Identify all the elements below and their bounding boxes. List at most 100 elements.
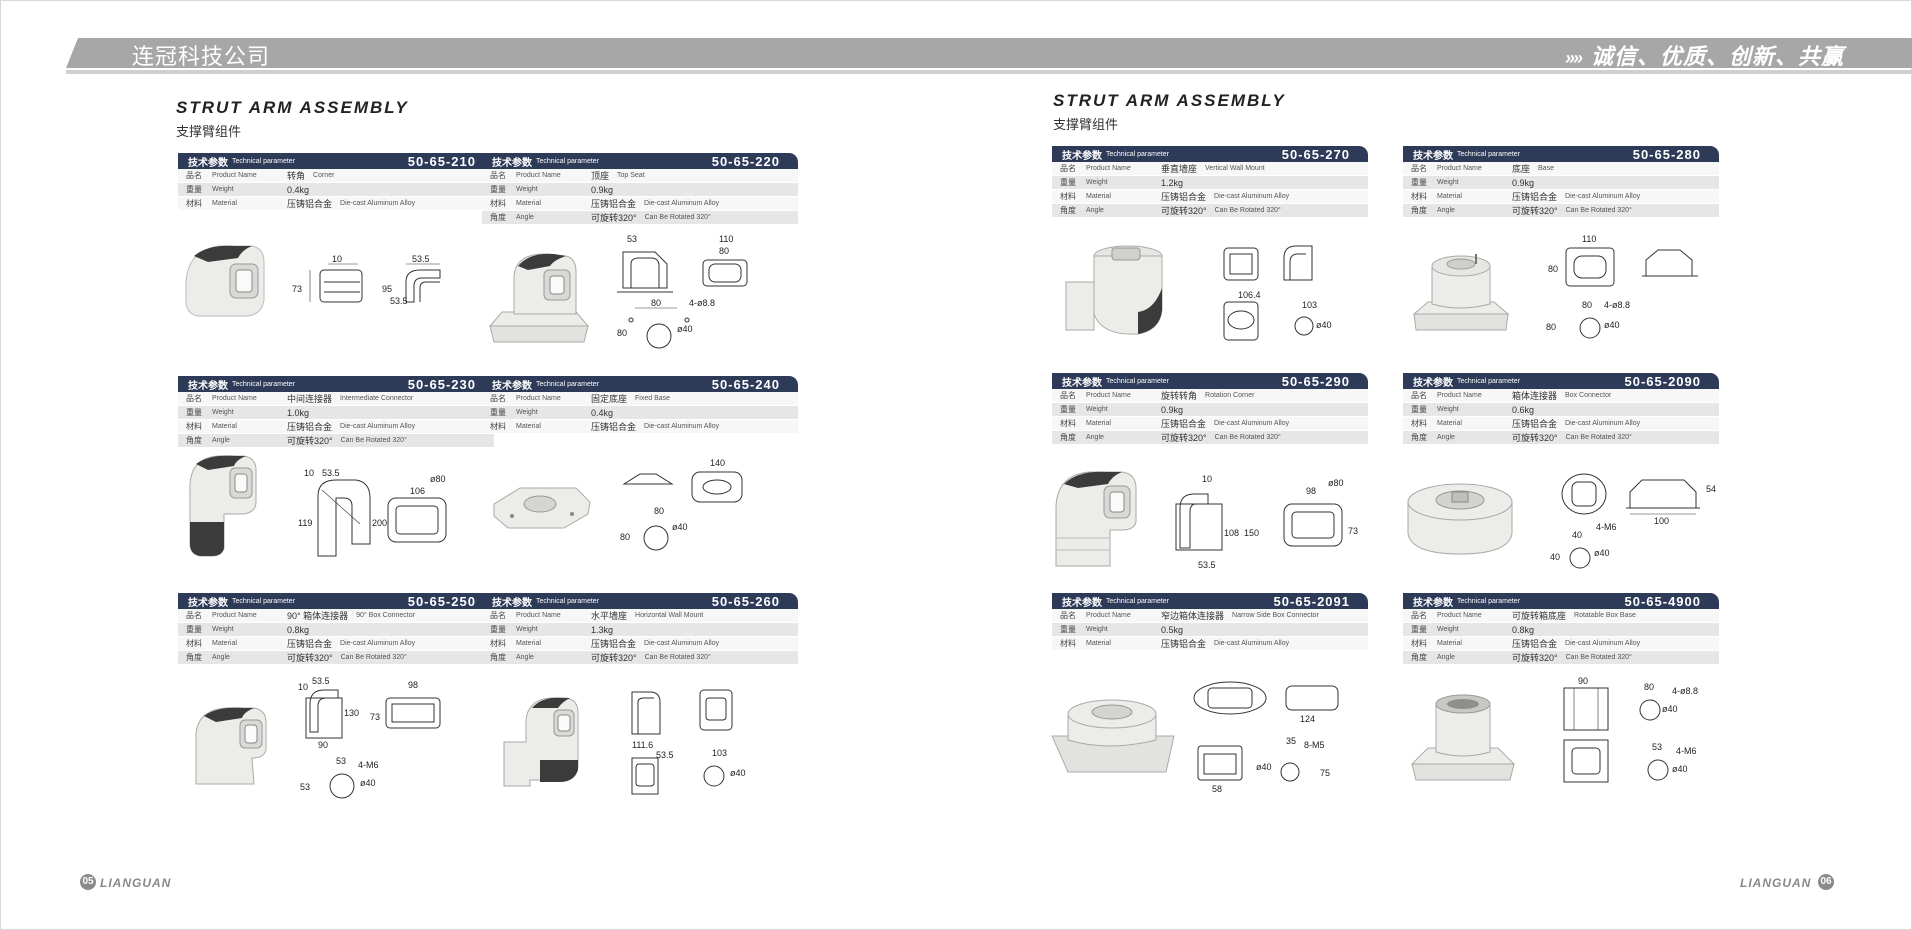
spec-header-zh: 技术参数	[188, 157, 228, 169]
label-en: Material	[1437, 420, 1462, 427]
spec-header-en: Technical parameter	[232, 597, 296, 605]
dim-label: 108	[1224, 528, 1239, 538]
product-code: 50-65-280	[1632, 146, 1701, 162]
drawing-50-65-280: 110 80 4-ø8.8 80 ø40 80	[1542, 232, 1712, 347]
left-page-title: STRUT ARM ASSEMBLY	[176, 98, 409, 117]
dim-label: ø80	[1328, 478, 1344, 488]
slogan-text: 诚信、优质、创新、共赢	[1590, 44, 1844, 69]
dim-label: 98	[408, 680, 418, 690]
value-en: Rotation Corner	[1205, 392, 1255, 399]
dim-label: ø40	[360, 778, 376, 788]
value-en: Can Be Rotated 320°	[1214, 434, 1281, 441]
label-en: Weight	[1086, 179, 1108, 186]
left-page-subtitle: 支撑臂组件	[176, 124, 242, 139]
label-zh: 角度	[1411, 206, 1427, 215]
spec-header-en: Technical parameter	[536, 597, 600, 605]
label-en: Weight	[212, 409, 234, 416]
spec-header-en: Technical parameter	[1457, 597, 1521, 605]
spec-header-zh: 技术参数	[1062, 377, 1102, 389]
label-en: Material	[1437, 193, 1462, 200]
dim-label: 80	[719, 246, 729, 256]
spec-header-zh: 技术参数	[492, 157, 532, 169]
value-zh: 可旋转320°	[1161, 206, 1207, 216]
dim-label: 73	[1348, 526, 1358, 536]
value-en: Box Connector	[1565, 392, 1612, 399]
value-zh: 可旋转320°	[287, 436, 333, 446]
spec-header-zh: 技术参数	[1413, 377, 1453, 389]
dim-label: 54	[1706, 484, 1716, 494]
value-zh: 压铸铝合金	[1161, 639, 1207, 649]
value-zh: 底座	[1512, 164, 1531, 174]
dim-label: 53.5	[656, 750, 674, 760]
value-en: Can Be Rotated 320°	[644, 214, 711, 221]
right-page-subtitle: 支撑臂组件	[1053, 117, 1119, 132]
company-name: 连冠科技公司	[132, 44, 271, 69]
value-en: Vertical Wall Mount	[1205, 165, 1265, 172]
label-en: Material	[212, 423, 237, 430]
dim-label: ø40	[1316, 320, 1332, 330]
value-zh: 箱体连接器	[1512, 391, 1558, 401]
product-code: 50-65-220	[711, 153, 780, 169]
value-en: Die-cast Aluminum Alloy	[644, 200, 720, 207]
dim-label: 80	[617, 328, 627, 338]
spec-header-en: Technical parameter	[1457, 150, 1521, 158]
slogan: »»诚信、优质、创新、共赢	[1565, 39, 1844, 71]
label-zh: 品名	[490, 171, 506, 180]
label-zh: 品名	[186, 394, 202, 403]
dim-label: 40	[1572, 530, 1582, 540]
value-en: Base	[1538, 165, 1554, 172]
spec-header-en: Technical parameter	[1106, 377, 1170, 385]
spec-header-zh: 技术参数	[1062, 150, 1102, 162]
label-en: Angle	[212, 654, 230, 661]
dim-label: 110	[719, 234, 733, 244]
dim-label: 10	[298, 682, 308, 692]
value-zh: 压铸铝合金	[591, 199, 637, 209]
product-code: 50-65-230	[407, 376, 476, 392]
value-zh: 0.8kg	[287, 624, 310, 635]
value-en: Top Seat	[617, 172, 645, 179]
value-en: Can Be Rotated 320°	[1565, 654, 1632, 661]
drawing-50-65-250: 53.5 10 130 90 98 73 53 4-M6 ø40 53	[296, 676, 456, 811]
dim-label: 53	[627, 234, 637, 244]
value-en: Die-cast Aluminum Alloy	[340, 200, 416, 207]
value-en: Can Be Rotated 320°	[340, 654, 407, 661]
drawing-50-65-240: 140 80 80 ø40	[620, 456, 770, 571]
value-zh: 压铸铝合金	[287, 639, 333, 649]
dim-label: 8-M5	[1304, 740, 1325, 750]
value-en: Can Be Rotated 320°	[1565, 207, 1632, 214]
value-zh: 可旋转320°	[591, 213, 637, 223]
label-en: Weight	[516, 409, 538, 416]
spec-header-zh: 技术参数	[1062, 597, 1102, 609]
spec-header-zh: 技术参数	[492, 597, 532, 609]
value-zh: 压铸铝合金	[591, 639, 637, 649]
label-en: Product Name	[1086, 612, 1131, 619]
product-photo-50-65-220	[484, 246, 594, 357]
label-zh: 角度	[186, 436, 202, 445]
value-en: Die-cast Aluminum Alloy	[1214, 193, 1290, 200]
footer-brand-right: LIANGUAN	[1740, 876, 1812, 890]
right-page-title: STRUT ARM ASSEMBLY	[1053, 91, 1286, 110]
label-en: Product Name	[212, 172, 257, 179]
value-zh: 1.0kg	[287, 407, 310, 418]
drawing-50-65-260: 111.6 53.5 103 ø40	[626, 672, 776, 807]
dim-label: 140	[710, 458, 725, 468]
